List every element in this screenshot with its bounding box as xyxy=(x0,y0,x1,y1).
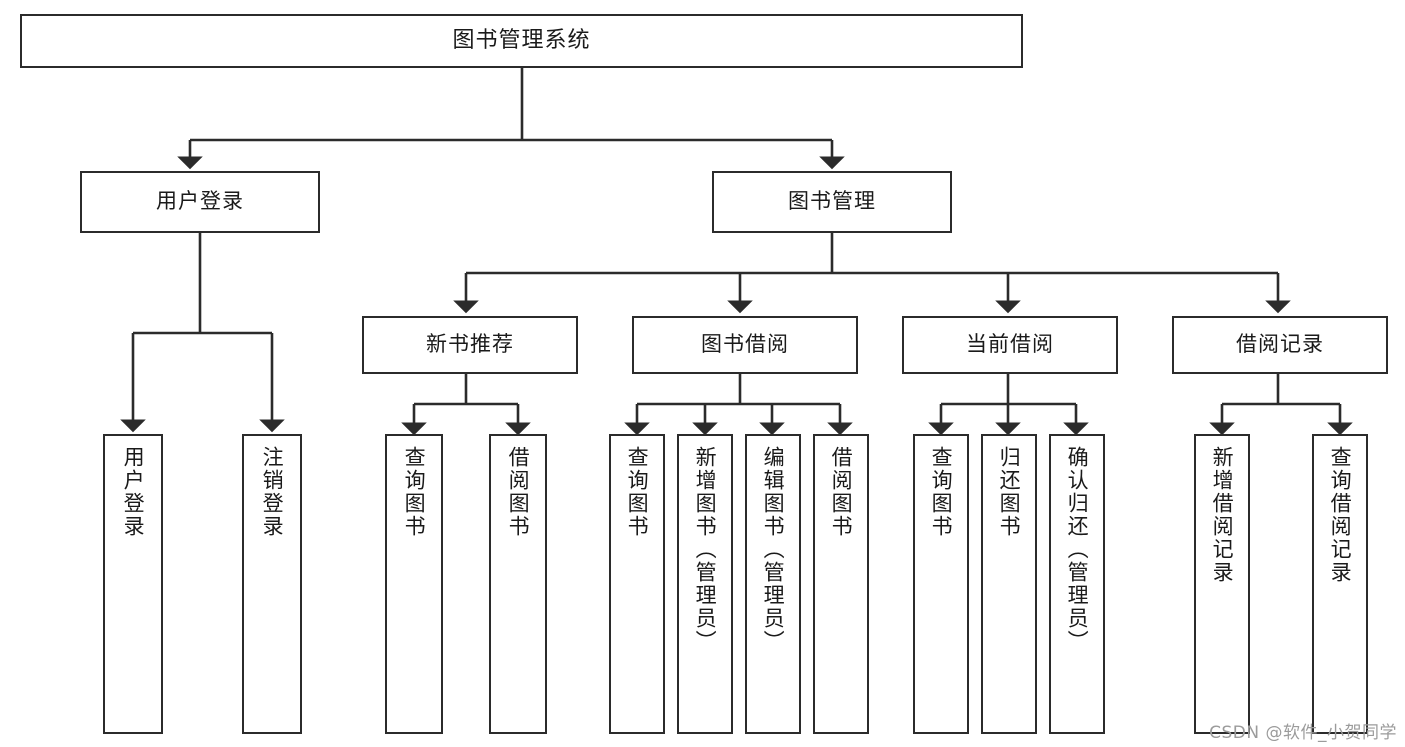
leaf-query-book-recommend[interactable]: 查询图书 xyxy=(385,434,443,734)
leaf-add-borrow-record[interactable]: 新增借阅记录 xyxy=(1194,434,1250,734)
node-label: 借阅图书 xyxy=(506,446,531,538)
leaf-borrow-book-recommend[interactable]: 借阅图书 xyxy=(489,434,547,734)
leaf-confirm-return-admin[interactable]: 确认归还（管理员） xyxy=(1049,434,1105,734)
leaf-edit-book-admin[interactable]: 编辑图书（管理员） xyxy=(745,434,801,734)
leaf-logout[interactable]: 注销登录 xyxy=(242,434,302,734)
leaf-query-borrow-record[interactable]: 查询借阅记录 xyxy=(1312,434,1368,734)
node-root-system[interactable]: 图书管理系统 xyxy=(20,14,1023,68)
node-user-login[interactable]: 用户登录 xyxy=(80,171,320,233)
node-label: 图书借阅 xyxy=(701,332,789,357)
node-label: 图书管理 xyxy=(788,189,876,214)
node-label: 用户登录 xyxy=(121,446,146,538)
node-label: 借阅记录 xyxy=(1236,332,1324,357)
node-label: 查询图书 xyxy=(402,446,427,538)
leaf-add-book-admin[interactable]: 新增图书（管理员） xyxy=(677,434,733,734)
leaf-query-book-borrow[interactable]: 查询图书 xyxy=(609,434,665,734)
node-label: 查询图书 xyxy=(929,446,954,538)
leaf-user-login[interactable]: 用户登录 xyxy=(103,434,163,734)
node-label: 图书管理系统 xyxy=(452,27,591,53)
node-label: 注销登录 xyxy=(260,446,285,538)
watermark-text: CSDN @软件_小贺同学 xyxy=(1209,723,1397,743)
node-label: 查询图书 xyxy=(625,446,650,538)
node-borrow-record[interactable]: 借阅记录 xyxy=(1172,316,1388,374)
node-label: 当前借阅 xyxy=(966,332,1054,357)
node-label: 新增图书（管理员） xyxy=(693,446,718,653)
node-label: 借阅图书 xyxy=(829,446,854,538)
node-book-management[interactable]: 图书管理 xyxy=(712,171,952,233)
node-label: 新增借阅记录 xyxy=(1210,446,1235,584)
leaf-borrow-book[interactable]: 借阅图书 xyxy=(813,434,869,734)
node-label: 用户登录 xyxy=(156,189,244,214)
node-label: 查询借阅记录 xyxy=(1328,446,1353,584)
node-label: 确认归还（管理员） xyxy=(1065,446,1090,653)
node-label: 归还图书 xyxy=(997,446,1022,538)
node-new-book-recommend[interactable]: 新书推荐 xyxy=(362,316,578,374)
leaf-query-book-current[interactable]: 查询图书 xyxy=(913,434,969,734)
node-current-borrow[interactable]: 当前借阅 xyxy=(902,316,1118,374)
node-label: 编辑图书（管理员） xyxy=(761,446,786,653)
node-book-borrow[interactable]: 图书借阅 xyxy=(632,316,858,374)
leaf-return-book[interactable]: 归还图书 xyxy=(981,434,1037,734)
node-label: 新书推荐 xyxy=(426,332,514,357)
